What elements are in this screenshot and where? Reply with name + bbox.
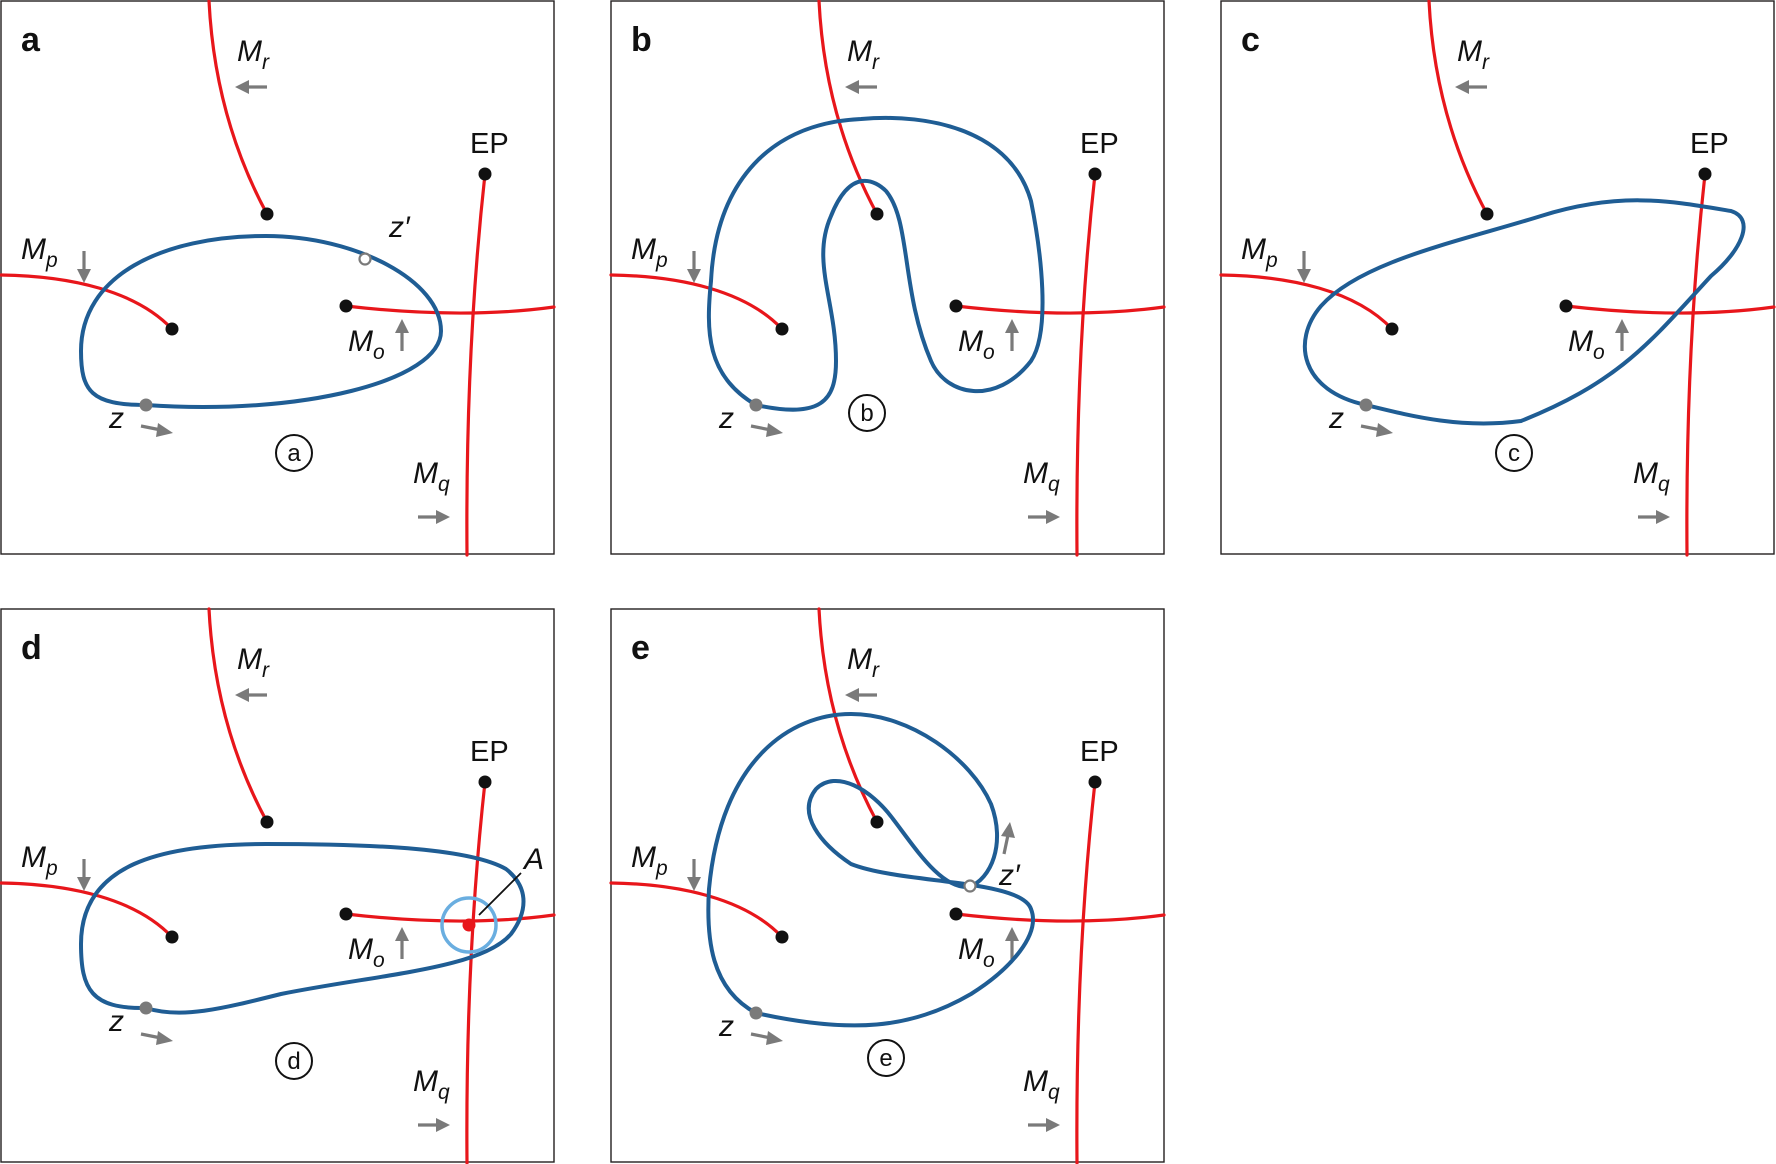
panel-frame [1220,0,1775,555]
end-point-z-prime [358,252,372,266]
svg-text:c: c [1508,440,1520,467]
label-mo: Mo [1568,325,1605,364]
label-z: z [108,1005,124,1038]
loop-path [1302,198,1746,426]
label-z-prime: z′ [388,211,411,244]
label-mr: Mr [237,35,270,74]
label-mq: Mq [1023,1065,1060,1104]
label-mr: Mr [237,643,270,682]
label-mp: Mp [631,233,668,272]
panel-frame [0,608,555,1163]
svg-text:a: a [287,440,301,467]
label-z: z [718,402,734,435]
loop-path [706,712,1035,1028]
label-ep: EP [1080,128,1119,160]
label-ep: EP [470,128,509,160]
label-mq: Mq [1023,457,1060,496]
loop-path [706,115,1045,412]
svg-text:e: e [879,1045,892,1072]
intersection-point-a [462,918,476,932]
pointer-a [478,872,522,916]
label-mr: Mr [1457,35,1490,74]
label-mr: Mr [847,35,880,74]
start-point-z [1359,398,1373,412]
panel-e: z′ e Mr Mp Mo Mq EP z e [609,607,1166,1164]
panel-frame [610,0,1165,555]
label-mo: Mo [348,933,385,972]
loop-path [79,842,526,1015]
label-mo: Mo [958,325,995,364]
panel-label: d [21,629,42,667]
label-mp: Mp [21,233,58,272]
label-ep: EP [1690,128,1729,160]
end-point-z-prime [963,879,977,893]
label-z: z [718,1010,734,1043]
label-z: z [1328,402,1344,435]
start-point-z [139,1001,153,1015]
panel-b: b Mr Mp Mo Mq EP z b [609,0,1166,557]
panel-badge: e [867,1039,905,1077]
label-mp: Mp [1241,233,1278,272]
label-a: A [522,843,544,876]
arrow-z-prime-up [1001,822,1015,855]
start-point-z [749,398,763,412]
panel-badge: b [848,394,886,432]
label-mp: Mp [631,841,668,880]
panel-label: c [1241,21,1260,59]
label-mo: Mo [348,325,385,364]
label-ep: EP [1080,736,1119,768]
panel-badge: a [275,434,313,472]
panel-label: a [21,21,41,59]
svg-text:d: d [287,1048,300,1075]
panel-c: c Mr Mp Mo Mq EP z c [1219,0,1776,557]
label-mr: Mr [847,643,880,682]
label-mp: Mp [21,841,58,880]
label-mq: Mq [1633,457,1670,496]
panel-label: b [631,21,652,59]
svg-text:b: b [860,400,873,427]
panel-d: A d Mr Mp Mo Mq EP z d [0,607,556,1164]
label-mq: Mq [413,1065,450,1104]
panel-frame [610,608,1165,1163]
panel-a: a Mr Mp Mo Mq EP z z′ a [0,0,556,557]
start-point-z [139,398,153,412]
label-ep: EP [470,736,509,768]
panel-badge: c [1495,434,1533,472]
label-z-prime: z′ [998,859,1021,892]
panel-badge: d [275,1042,313,1080]
label-mo: Mo [958,933,995,972]
panel-label: e [631,629,650,667]
highlight-circle-a [440,896,498,954]
label-z: z [108,402,124,435]
start-point-z [749,1006,763,1020]
loop-path [79,234,443,409]
label-mq: Mq [413,457,450,496]
panel-frame [0,0,555,555]
